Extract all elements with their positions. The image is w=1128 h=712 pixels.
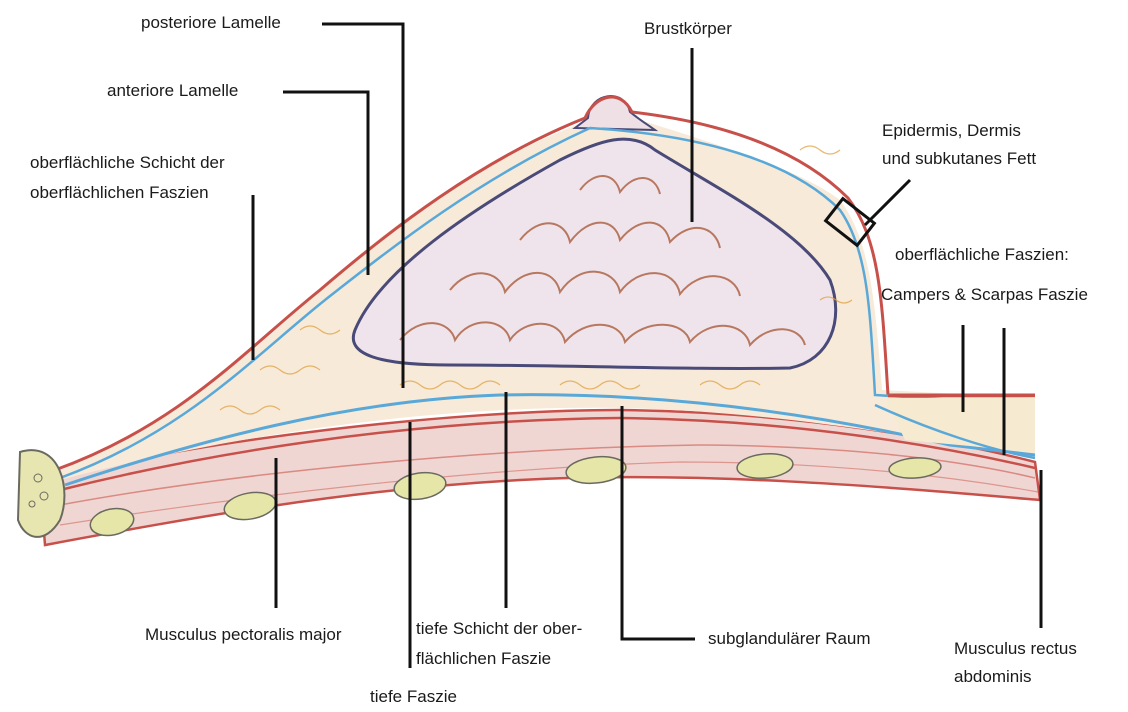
label-brustkoerper: Brustkörper <box>644 14 732 44</box>
label-oberflaechliche-schicht-line2: oberflächlichen Faszien <box>30 178 209 208</box>
label-pectoralis: Musculus pectoralis major <box>145 620 342 650</box>
label-rectus-line2: abdominis <box>954 662 1032 692</box>
label-anteriore-lamelle: anteriore Lamelle <box>107 76 238 106</box>
label-subglandulaer: subglandulärer Raum <box>708 624 871 654</box>
label-oberflaechliche-faszien-line2: Campers & Scarpas Faszie <box>881 280 1088 310</box>
label-epidermis-line1: Epidermis, Dermis <box>882 116 1021 146</box>
label-tiefe-faszie: tiefe Faszie <box>370 682 457 712</box>
label-tiefe-schicht-line1: tiefe Schicht der ober- <box>416 614 582 644</box>
label-oberflaechliche-schicht-line1: oberflächliche Schicht der <box>30 148 225 178</box>
label-rectus-line1: Musculus rectus <box>954 634 1077 664</box>
label-posteriore-lamelle: posteriore Lamelle <box>141 8 281 38</box>
leader-epidermis <box>865 180 910 225</box>
label-epidermis-line2: und subkutanes Fett <box>882 144 1036 174</box>
label-tiefe-schicht-line2: flächlichen Faszie <box>416 644 551 674</box>
label-oberflaechliche-faszien-line1: oberflächliche Faszien: <box>895 240 1069 270</box>
leader-anteriore-lamelle <box>283 92 368 275</box>
